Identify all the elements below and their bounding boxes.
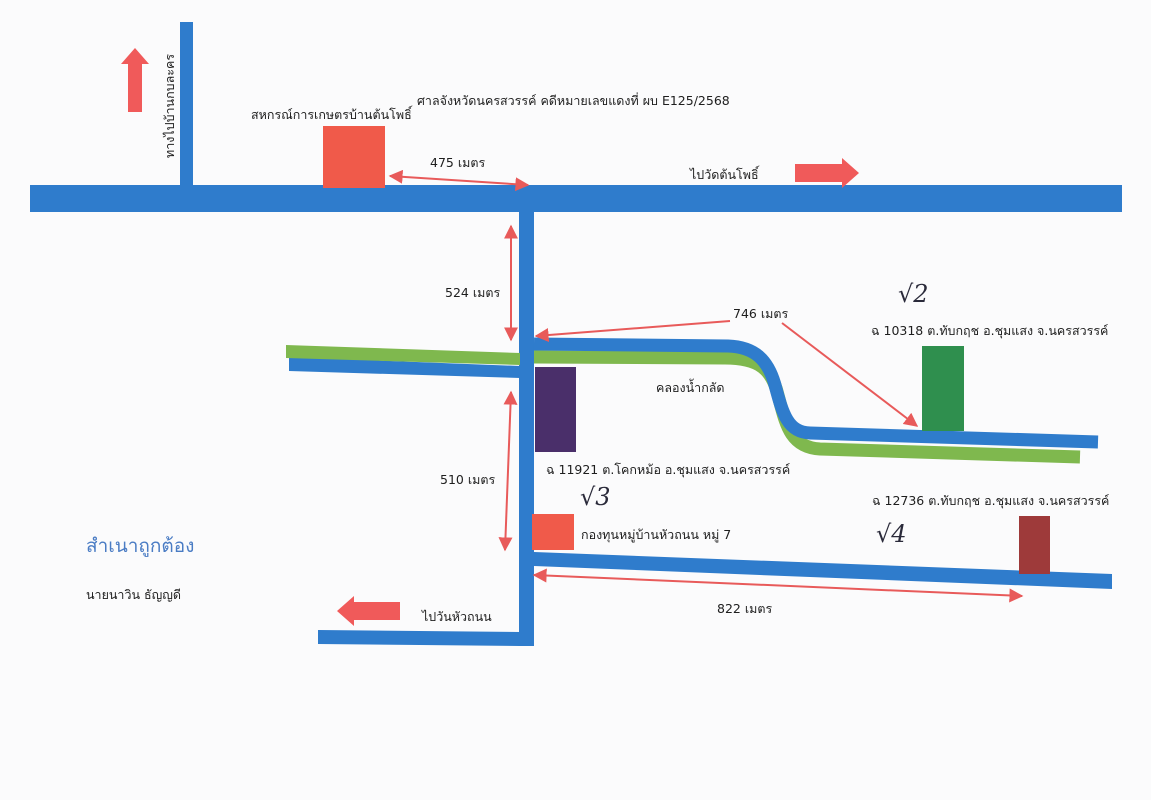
- handwritten-mark-2: √2: [898, 280, 929, 308]
- distance-524: 524 เมตร: [445, 285, 501, 300]
- arrow-up-icon: [121, 48, 149, 112]
- to-hua-thanon-label: ไปวันหัวถนน: [422, 609, 492, 624]
- signer-name: นายนาวิน ธัญญดี: [86, 587, 182, 602]
- court-case-label: ศาลจังหวัดนครสวรรค์ คดีหมายเลขแดงที่ ผบ …: [417, 93, 730, 108]
- measure-lines: [388, 169, 1024, 603]
- measure-510: [498, 390, 518, 552]
- measure-746-b: [781, 322, 919, 427]
- distance-475: 475 เมตร: [430, 155, 486, 170]
- plot-fund-label: กองทุนหมู่บ้านหัวถนน หมู่ 7: [581, 527, 732, 542]
- distance-510: 510 เมตร: [440, 472, 496, 487]
- coop-label: สหกรณ์การเกษตรบ้านต้นโพธิ์: [251, 107, 412, 122]
- canal-label: คลองน้ำกลัด: [656, 380, 725, 395]
- canal-west: [286, 345, 520, 365]
- plot-fund-box: [532, 514, 574, 550]
- measure-475: [388, 169, 530, 192]
- handwritten-mark-4: √4: [876, 520, 907, 548]
- arrow-right-icon: [795, 158, 859, 188]
- direction-arrows: [121, 48, 859, 626]
- certified-copy-label: สำเนาถูกต้อง: [86, 535, 195, 557]
- handwritten-mark-3: √3: [580, 483, 611, 511]
- distance-746: 746 เมตร: [733, 306, 789, 321]
- arrow-left-icon: [337, 596, 400, 626]
- coop-building: [323, 126, 385, 188]
- plot-11921-label: ฉ 11921 ต.โคกหม้อ อ.ชุมแสง จ.นครสวรรค์: [546, 462, 791, 477]
- to-ban-kalakon-label: ทางไปบ้านกบละคร: [162, 53, 177, 158]
- plot-10318-label: ฉ 10318 ต.ทับกฤช อ.ชุมแสง จ.นครสวรรค์: [871, 323, 1109, 338]
- west-side-road: [289, 357, 520, 378]
- measure-822: [532, 568, 1024, 603]
- canal-group: [286, 337, 1099, 464]
- plots: [323, 126, 1050, 574]
- bottom-west-road: [318, 630, 520, 646]
- plot-12736-label: ฉ 12736 ต.ทับกฤช อ.ชุมแสง จ.นครสวรรค์: [872, 493, 1110, 508]
- plot-11921-box: [535, 367, 576, 452]
- measure-746-a: [534, 320, 731, 343]
- plot-10318-box: [922, 346, 964, 431]
- to-wat-tonpho-label: ไปวัดต้นโพธิ์: [690, 167, 759, 182]
- central-road: [519, 212, 534, 646]
- distance-822: 822 เมตร: [717, 601, 773, 616]
- plot-12736-box: [1019, 516, 1050, 574]
- north-road: [180, 22, 193, 188]
- main-road: [30, 185, 1122, 212]
- canal-road-east: [533, 337, 1099, 449]
